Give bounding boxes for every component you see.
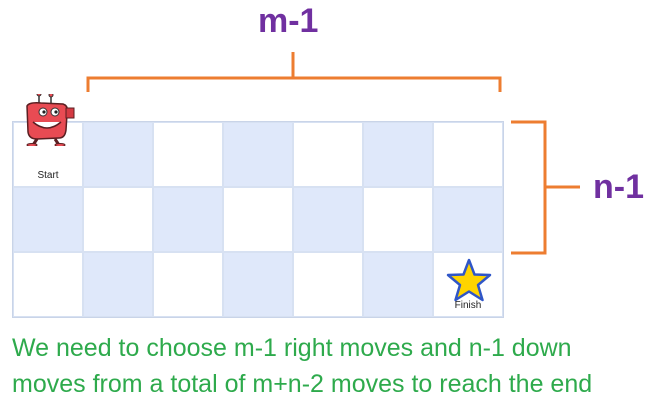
grid-cell: [153, 187, 223, 252]
grid-cell: [153, 122, 223, 187]
grid-cell: [293, 252, 363, 317]
grid-cell: [223, 122, 293, 187]
start-label: Start: [37, 170, 59, 181]
top-brace: [86, 52, 502, 92]
grid-cell-finish: Finish: [433, 252, 503, 317]
grid-cell: [223, 252, 293, 317]
grid-cell: [13, 187, 83, 252]
grid-cell: [433, 187, 503, 252]
grid-cell: [293, 122, 363, 187]
grid-cell: [363, 122, 433, 187]
grid-cell: [363, 187, 433, 252]
caption-line-1: We need to choose m-1 right moves and n-…: [12, 334, 572, 362]
grid-cell-start: Start: [13, 94, 83, 187]
grid-cell: [363, 252, 433, 317]
right-brace: [511, 120, 580, 255]
grid-cell: [153, 252, 223, 317]
caption: We need to choose m-1 right moves and n-…: [12, 330, 592, 402]
top-label: m-1: [258, 2, 319, 40]
right-label: n-1: [593, 168, 644, 206]
grid: Start Finish: [12, 94, 504, 318]
finish-label: Finish: [454, 300, 482, 311]
grid-cell: [293, 187, 363, 252]
grid-cell: [83, 187, 153, 252]
robot-icon: [26, 94, 75, 146]
grid-cell: [13, 252, 83, 317]
grid-cell: [433, 122, 503, 187]
grid-cell: [83, 122, 153, 187]
star-icon: [446, 258, 492, 302]
caption-line-2: moves from a total of m+n-2 moves to rea…: [12, 370, 593, 398]
grid-cell: [83, 252, 153, 317]
grid-cell: [223, 187, 293, 252]
